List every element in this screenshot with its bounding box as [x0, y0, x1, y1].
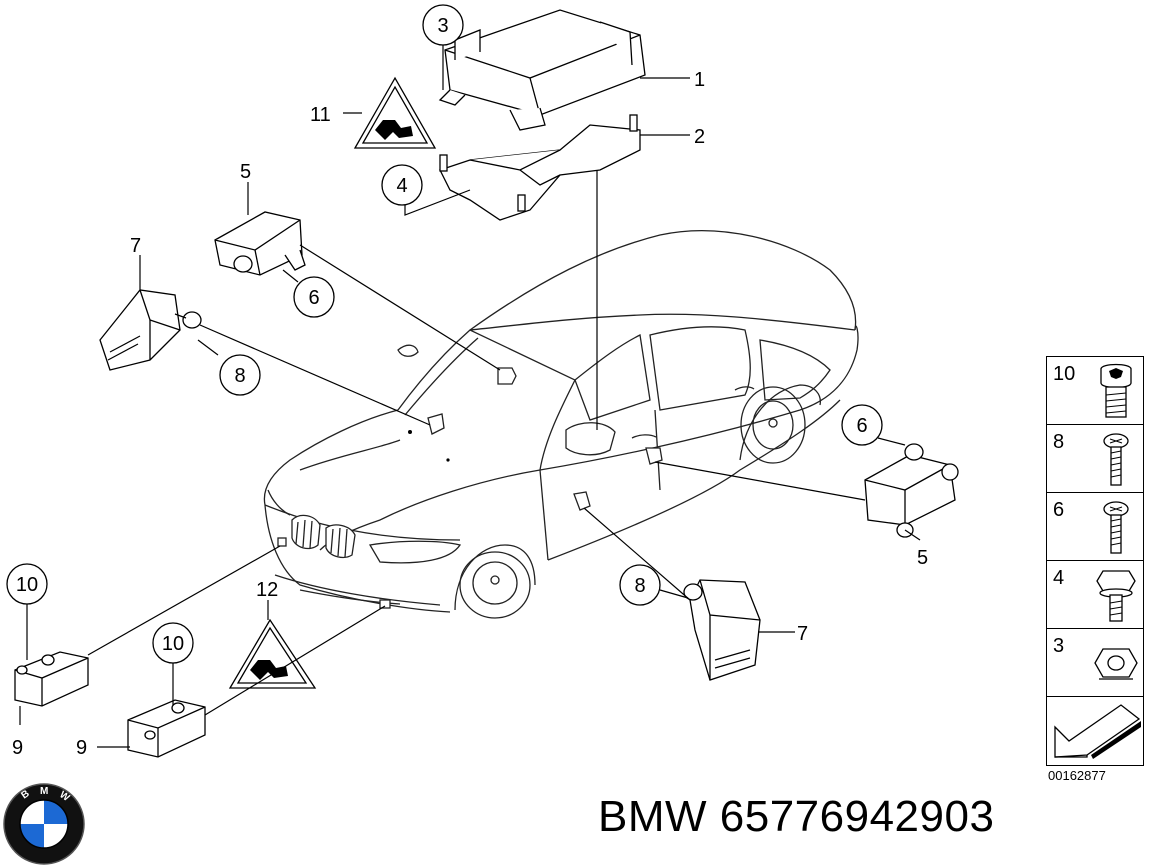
- callout-8b: 8: [619, 564, 661, 606]
- car-illustration: [263, 230, 859, 619]
- fastener-legend: 10 8 6 4: [1046, 356, 1144, 766]
- side-sensor-right: [683, 579, 761, 681]
- label-9a: 9: [12, 737, 23, 759]
- label-7a: 7: [130, 235, 141, 257]
- legend-item: 6: [1047, 493, 1143, 561]
- front-sensor-right: [127, 699, 206, 758]
- mounting-bracket: [439, 114, 641, 221]
- label-9b: 9: [76, 737, 87, 759]
- legend-number: 4: [1053, 567, 1065, 589]
- hex-nut-icon: [1094, 648, 1138, 680]
- label-7b: 7: [797, 623, 808, 645]
- svg-text:8: 8: [634, 575, 645, 597]
- callout-4: 4: [381, 164, 423, 206]
- svg-text:M: M: [40, 786, 48, 797]
- warning-label-11: [353, 76, 437, 149]
- airbag-control-unit: [438, 9, 646, 131]
- svg-text:10: 10: [162, 633, 184, 655]
- callout-6a: 6: [293, 276, 335, 318]
- label-2: 2: [694, 126, 705, 148]
- hex-bolt-icon: [1096, 570, 1136, 622]
- front-sensor-left: [14, 651, 89, 707]
- screw-icon: [1103, 501, 1129, 554]
- callout-3: 3: [422, 4, 464, 46]
- legend-item: 4: [1047, 561, 1143, 629]
- label-12: 12: [256, 579, 278, 601]
- direction-arrow-icon: [1054, 704, 1141, 759]
- label-1: 1: [694, 69, 705, 91]
- svg-text:10: 10: [16, 574, 38, 596]
- crash-sensor-left: [214, 211, 306, 276]
- legend-item: 10: [1047, 357, 1143, 425]
- label-5a: 5: [240, 161, 251, 183]
- side-sensor-left: [99, 289, 202, 371]
- callout-10a: 10: [6, 563, 48, 605]
- legend-number: 6: [1053, 499, 1065, 521]
- svg-text:3: 3: [437, 15, 448, 37]
- bmw-roundel-icon: B M W: [3, 783, 85, 865]
- legend-item: 3: [1047, 629, 1143, 697]
- legend-number: 8: [1053, 431, 1065, 453]
- svg-text:6: 6: [308, 287, 319, 309]
- document-number: 00162877: [1048, 768, 1106, 783]
- label-5b: 5: [917, 547, 928, 569]
- legend-number: 3: [1053, 635, 1065, 657]
- legend-item: [1047, 697, 1143, 765]
- leader-lines: [19, 42, 921, 748]
- warning-label-12: [228, 618, 317, 689]
- svg-text:8: 8: [234, 365, 245, 387]
- label-11: 11: [310, 104, 331, 126]
- crash-sensor-right: [864, 443, 959, 538]
- svg-text:6: 6: [856, 415, 867, 437]
- callout-10b: 10: [152, 622, 194, 664]
- legend-number: 10: [1053, 363, 1076, 385]
- callout-6b: 6: [841, 404, 883, 446]
- torx-bolt-icon: [1100, 363, 1132, 418]
- legend-item: 8: [1047, 425, 1143, 493]
- screw-icon: [1103, 433, 1129, 486]
- svg-text:4: 4: [396, 175, 407, 197]
- part-title: BMW 65776942903: [598, 792, 995, 841]
- callout-8a: 8: [219, 354, 261, 396]
